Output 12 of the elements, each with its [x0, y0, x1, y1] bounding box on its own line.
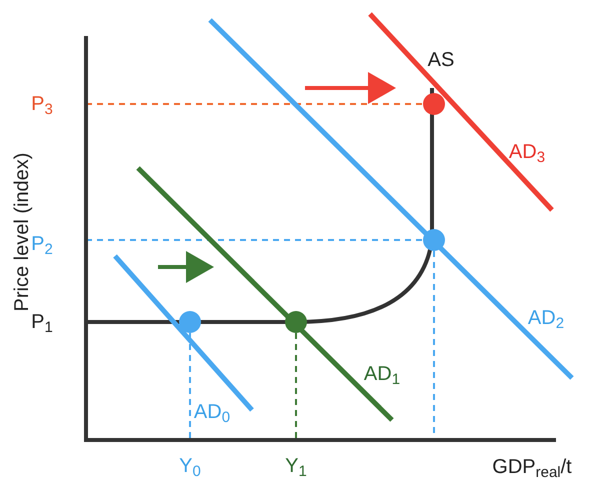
axis-title: Price level (index) [12, 152, 32, 312]
curve-label: AD$_{1}$ [364, 364, 400, 384]
axis-tick-label: P$_{3}$ [31, 94, 53, 114]
curve-label: AS [428, 50, 454, 70]
axis-tick-label: Y$_{1}$ [285, 456, 307, 476]
axis-tick-label: P$_{2}$ [31, 234, 53, 254]
curve-label: AD$_{0}$ [194, 402, 230, 422]
curve-label: AD$_{3}$ [508, 142, 546, 162]
axis-title: GDP$_{real}$/t [492, 457, 572, 477]
axis-tick-label: P$_{1}$ [31, 312, 53, 332]
axis-tick-label: Y$_{0}$ [179, 456, 201, 476]
curve-label: AD$_{2}$ [528, 308, 564, 328]
